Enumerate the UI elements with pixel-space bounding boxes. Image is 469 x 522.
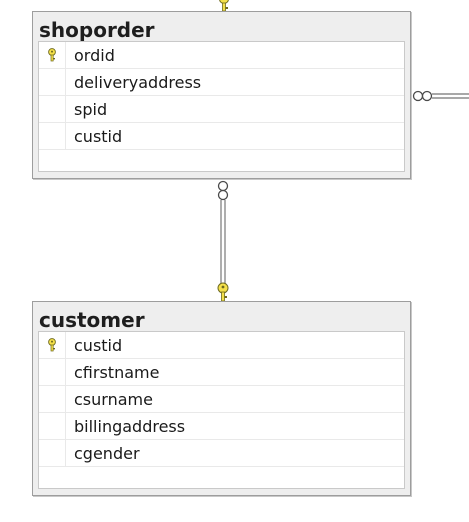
row-selector	[39, 69, 66, 95]
infinity-icon	[412, 90, 433, 102]
row-selector	[39, 96, 66, 122]
column-row[interactable]: cfirstname	[39, 359, 404, 386]
column-name: deliveryaddress	[74, 73, 202, 92]
key-icon	[219, 0, 229, 12]
column-name: cfirstname	[74, 363, 160, 382]
column-name: custid	[74, 127, 123, 146]
column-row[interactable]: deliveryaddress	[39, 69, 404, 96]
relationship-line-right[interactable]	[412, 90, 469, 102]
column-name: csurname	[74, 390, 153, 409]
row-selector	[39, 386, 66, 412]
row-selector	[39, 359, 66, 385]
primary-key-icon	[48, 48, 56, 62]
row-selector	[39, 123, 66, 149]
column-name: custid	[74, 336, 123, 355]
relationship-line-top[interactable]	[219, 0, 229, 12]
column-row[interactable]: billingaddress	[39, 413, 404, 440]
column-list: custid cfirstname csurname billingaddress cg…	[39, 332, 404, 467]
primary-key-icon	[48, 338, 56, 352]
column-name: spid	[74, 100, 108, 119]
column-name: ordid	[74, 46, 115, 65]
row-selector	[39, 413, 66, 439]
column-row[interactable]: ordid	[39, 42, 404, 69]
table-shoporder[interactable]: shoporder ordid deliveryaddress spid custid	[32, 11, 411, 179]
row-selector	[39, 440, 66, 466]
infinity-icon	[217, 180, 229, 201]
column-row[interactable]: spid	[39, 96, 404, 123]
column-row[interactable]: custid	[39, 123, 404, 150]
column-name: cgender	[74, 444, 140, 463]
column-grid: custid cfirstname csurname billingaddress cg…	[38, 331, 405, 489]
table-title[interactable]: shoporder	[39, 18, 155, 42]
relationship-line-shoporder-customer[interactable]	[217, 180, 229, 302]
key-icon	[217, 282, 229, 302]
column-row[interactable]: cgender	[39, 440, 404, 467]
column-grid: ordid deliveryaddress spid custid	[38, 41, 405, 172]
table-title[interactable]: customer	[39, 308, 145, 332]
column-row[interactable]: csurname	[39, 386, 404, 413]
row-selector	[39, 332, 66, 358]
table-customer[interactable]: customer custid cfirstname csurname billing…	[32, 301, 411, 496]
column-row[interactable]: custid	[39, 332, 404, 359]
column-name: billingaddress	[74, 417, 186, 436]
row-selector	[39, 42, 66, 68]
column-list: ordid deliveryaddress spid custid	[39, 42, 404, 150]
